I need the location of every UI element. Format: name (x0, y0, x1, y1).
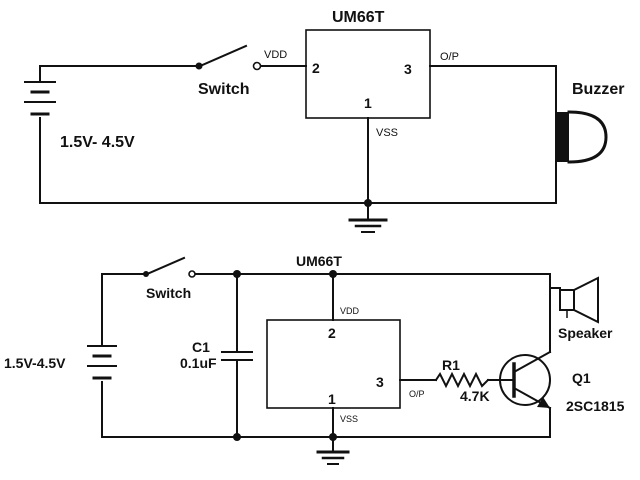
bottom-ground (316, 450, 350, 465)
bottom-wire-top-rail (193, 273, 551, 289)
top-wire-return (39, 117, 557, 204)
bottom-capacitor (221, 351, 253, 361)
top-battery-label: 1.5V- 4.5V (60, 134, 135, 151)
top-switch (195, 44, 262, 71)
bottom-switch (143, 256, 196, 278)
bottom-switch-label: Switch (146, 285, 191, 301)
top-ic-body (305, 29, 431, 119)
bottom-circuit: UM66T VDD 2 3 1 VSS O/P Switch 1.5V-4.5V… (4, 253, 625, 465)
bottom-transistor (499, 350, 552, 410)
top-buzzer (555, 110, 608, 164)
bottom-battery (87, 345, 117, 380)
bottom-res-name: R1 (442, 357, 460, 373)
bottom-junction-cap-top (233, 270, 241, 278)
bottom-wire-battery-to-switch (101, 273, 145, 345)
bottom-pin1-label: 1 (328, 391, 336, 407)
bottom-vdd-label: VDD (340, 306, 360, 316)
top-switch-label: Switch (198, 81, 250, 98)
bottom-speaker-label: Speaker (558, 325, 613, 341)
bottom-cap-value: 0.1uF (180, 355, 217, 371)
top-ic-name: UM66T (332, 9, 385, 26)
bottom-tr-part: 2SC1815 (566, 398, 625, 414)
top-pin1-label: 1 (364, 95, 372, 111)
top-circuit: UM66T VDD 2 3 1 O/P VSS Switch 1.5V- 4.5… (24, 9, 624, 233)
bottom-ic-name: UM66T (296, 253, 342, 269)
bottom-battery-label: 1.5V-4.5V (4, 355, 66, 371)
top-buzzer-label: Buzzer (572, 81, 624, 98)
top-op-label: O/P (440, 51, 459, 63)
top-ground (348, 199, 388, 233)
top-wire-op-to-buzzer (429, 65, 557, 113)
bottom-junction-vdd (329, 270, 337, 278)
bottom-op-label: O/P (409, 389, 425, 399)
bottom-vss-label: VSS (340, 414, 358, 424)
top-pin2-label: 2 (312, 60, 320, 76)
bottom-junction-vss (329, 433, 337, 441)
bottom-cap-name: C1 (192, 339, 210, 355)
bottom-wire-bottom-rail (101, 381, 551, 438)
bottom-ic-body (266, 319, 401, 409)
bottom-pin2-label: 2 (328, 325, 336, 341)
bottom-tr-name: Q1 (572, 370, 591, 386)
top-battery (24, 81, 56, 116)
top-vdd-label: VDD (264, 49, 287, 61)
bottom-pin3-label: 3 (376, 374, 384, 390)
bottom-speaker (559, 276, 599, 324)
top-wire-battery-to-switch (39, 65, 197, 81)
bottom-res-value: 4.7K (460, 388, 490, 404)
top-vss-label: VSS (376, 127, 398, 139)
bottom-junction-cap-bottom (233, 433, 241, 441)
bottom-resistor (434, 371, 490, 389)
top-pin3-label: 3 (404, 61, 412, 77)
